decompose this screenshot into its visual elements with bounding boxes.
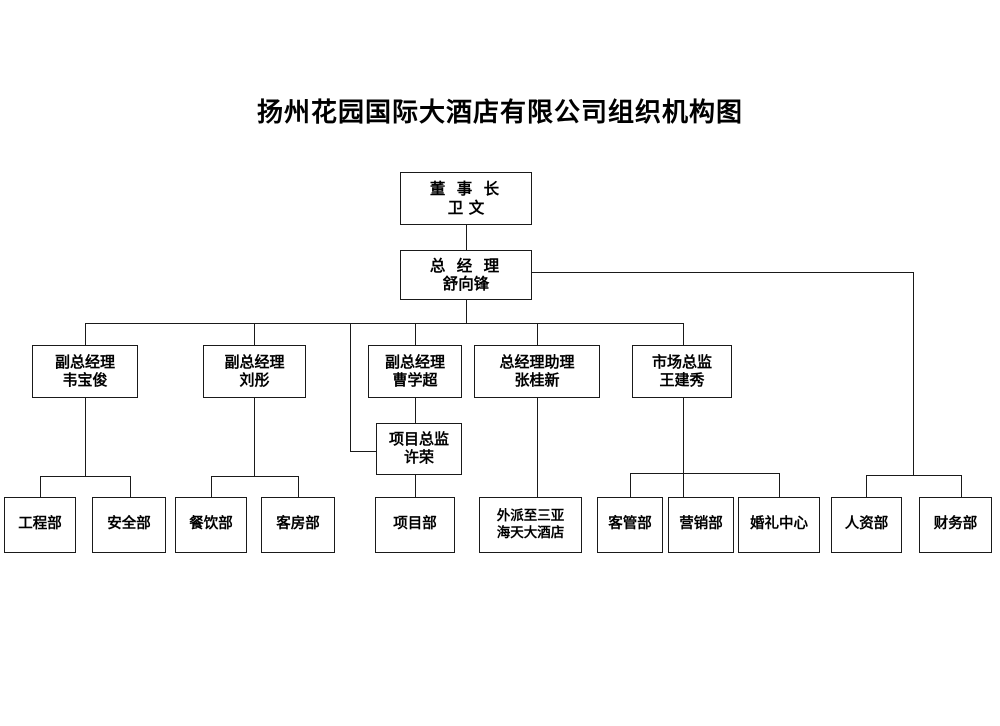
node-dept-rooms-label: 客房部	[276, 516, 320, 533]
node-vice-gm-caoxuechao[interactable]: 副总经理 曹学超	[368, 345, 462, 398]
node-dept-wedding-center[interactable]: 婚礼中心	[738, 497, 820, 553]
node-dept-catering[interactable]: 餐饮部	[175, 497, 247, 553]
connector-bus-to-vgm1	[85, 323, 86, 345]
node-market-director-wangjianxiu[interactable]: 市场总监 王建秀	[632, 345, 732, 398]
connector-bus-to-vgm3	[415, 323, 416, 345]
node-chairman-role: 董 事 长	[429, 180, 503, 199]
connector-bus-to-dept-guest	[630, 473, 631, 497]
node-vgm2-role: 副总经理	[224, 352, 285, 371]
node-dept-sanya-haitian[interactable]: 外派至三亚 海天大酒店	[479, 497, 582, 553]
connector-hr-finance-bus	[866, 475, 961, 476]
node-dept-guest-label: 客管部	[608, 516, 652, 533]
node-dept-project[interactable]: 项目部	[375, 497, 455, 553]
connector-vgm1-bus	[40, 476, 130, 477]
node-dept-sales-label: 营销部	[679, 516, 723, 533]
node-dept-hr-label: 人资部	[844, 516, 889, 533]
node-vgm3-person: 曹学超	[392, 370, 438, 389]
connector-vgm2-bus	[211, 476, 298, 477]
node-dept-wedding-label: 婚礼中心	[750, 516, 808, 533]
connector-bus-to-finance	[961, 475, 962, 497]
node-projectdir-person: 许荣	[403, 448, 434, 466]
connector-bus-to-assistant	[537, 323, 538, 345]
node-dept-project-label: 项目部	[393, 516, 437, 533]
page-title: 扬州花园国际大酒店有限公司组织机构图	[256, 98, 743, 128]
connector-bus-to-projectdir-horizontal	[350, 451, 376, 452]
node-vgm2-person: 刘彤	[239, 370, 270, 389]
node-gm-person: 舒向锋	[442, 275, 490, 293]
node-dept-engineering-label: 工程部	[18, 516, 62, 533]
node-dept-finance-label: 财务部	[933, 516, 978, 533]
node-vice-gm-weibaojun[interactable]: 副总经理 韦宝俊	[32, 345, 138, 398]
connector-chairman-to-gm	[466, 225, 467, 250]
node-market-role: 市场总监	[651, 352, 712, 371]
node-dept-engineering[interactable]: 工程部	[4, 497, 76, 553]
connector-projectdir-to-dept-project	[415, 475, 416, 497]
node-dept-guest-management[interactable]: 客管部	[597, 497, 663, 553]
node-dept-sanya-label-2: 海天大酒店	[496, 525, 565, 541]
connector-bus-to-projectdir-vertical	[350, 323, 351, 451]
node-gm-role: 总 经 理	[429, 256, 503, 275]
connector-bus-to-dept-sales	[683, 473, 684, 497]
node-vice-gm-liutong[interactable]: 副总经理 刘彤	[203, 345, 306, 398]
node-vgm1-role: 副总经理	[54, 352, 115, 371]
connector-gm-right-branch	[532, 272, 913, 273]
node-dept-sanya-label-1: 外派至三亚	[496, 508, 565, 525]
connector-bus-to-market	[683, 323, 684, 345]
node-chairman-person: 卫 文	[447, 198, 485, 217]
connector-bus-to-vgm2	[254, 323, 255, 345]
node-dept-hr[interactable]: 人资部	[831, 497, 902, 553]
node-assistant-role: 总经理助理	[499, 352, 575, 371]
connector-gm-bus	[85, 323, 683, 324]
node-general-manager[interactable]: 总 经 理 舒向锋	[400, 250, 532, 300]
node-dept-finance[interactable]: 财务部	[919, 497, 992, 553]
node-dept-sales[interactable]: 营销部	[668, 497, 734, 553]
connector-market-bus	[630, 473, 779, 474]
node-gm-assistant-zhangguixin[interactable]: 总经理助理 张桂新	[474, 345, 600, 398]
node-dept-rooms[interactable]: 客房部	[261, 497, 335, 553]
node-dept-safety[interactable]: 安全部	[92, 497, 166, 553]
connector-bus-to-dept-eng	[40, 476, 41, 497]
connector-bus-to-dept-fnb	[211, 476, 212, 497]
connector-gm-drop	[466, 300, 467, 323]
connector-assistant-to-sanya	[537, 398, 538, 497]
node-projectdir-role: 项目总监	[388, 430, 449, 449]
node-dept-catering-label: 餐饮部	[189, 516, 233, 533]
node-chairman[interactable]: 董 事 长 卫 文	[400, 172, 532, 225]
node-vgm1-person: 韦宝俊	[62, 370, 108, 389]
connector-bus-to-dept-safety	[130, 476, 131, 497]
connector-bus-to-hr	[866, 475, 867, 497]
connector-market-drop	[683, 398, 684, 473]
connector-bus-to-dept-rooms	[298, 476, 299, 497]
connector-vgm1-drop	[85, 398, 86, 476]
node-vgm3-role: 副总经理	[384, 352, 445, 371]
connector-gm-right-drop	[913, 272, 914, 475]
node-project-director-xurong[interactable]: 项目总监 许荣	[376, 423, 462, 475]
connector-vgm2-drop	[254, 398, 255, 476]
connector-vgm3-to-projectdir	[415, 398, 416, 423]
node-market-person: 王建秀	[659, 370, 705, 389]
connector-bus-to-dept-wedding	[779, 473, 780, 497]
node-assistant-person: 张桂新	[514, 370, 560, 389]
node-dept-safety-label: 安全部	[107, 516, 151, 533]
